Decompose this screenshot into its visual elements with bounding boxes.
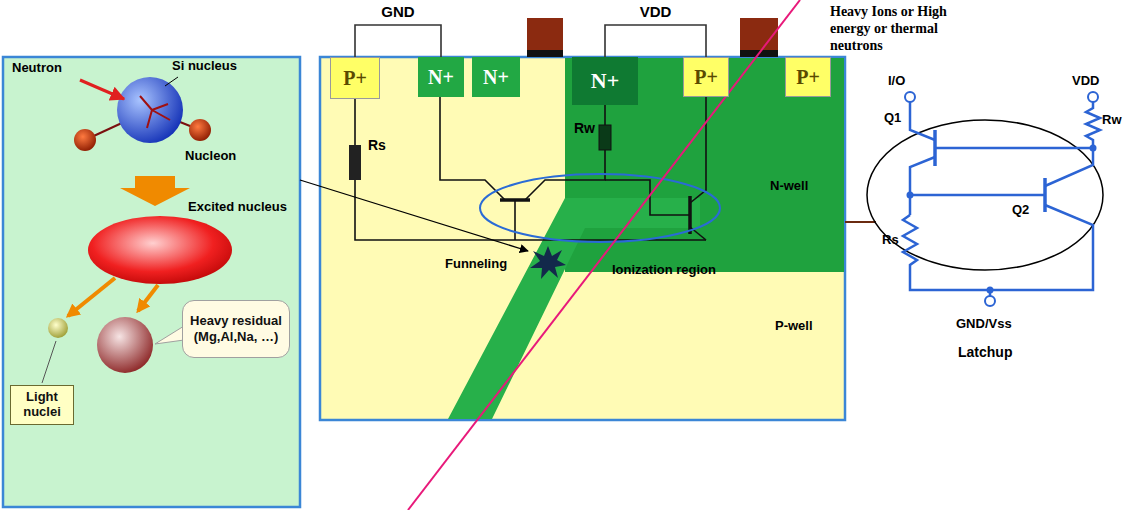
diffusion-box: N+ (472, 57, 520, 97)
leader-line (42, 341, 56, 383)
particle-label: Nucleon (185, 148, 236, 164)
diffusion-box: P+ (683, 57, 729, 97)
diffusion-box: N+ (572, 57, 638, 105)
latchup-circuit (903, 102, 1100, 296)
transistor-bar (500, 198, 530, 202)
p-well-region (320, 57, 845, 420)
region-label: Funneling (445, 256, 507, 272)
resistor-label: Rw (1102, 112, 1122, 128)
particle-label: Neutron (12, 60, 62, 76)
pin-label: I/O (888, 73, 905, 89)
box-text: N+ (591, 68, 619, 94)
wire-connector (605, 25, 706, 57)
leader-line (165, 77, 178, 86)
region-label: P-well (775, 318, 813, 334)
particle-label: Excited nucleus (188, 199, 287, 215)
label-box: Light nuclei (10, 385, 74, 425)
junction-dot (987, 287, 994, 294)
funneling-star (530, 246, 566, 279)
resistor-symbol (349, 145, 361, 180)
box-text: Light nuclei (15, 390, 69, 420)
block-arrow (120, 176, 190, 206)
callout-pointer (155, 326, 184, 344)
wire-connector (355, 25, 441, 57)
wire (910, 194, 1045, 197)
resistor-symbol (1045, 102, 1100, 186)
net-label: GND (381, 3, 414, 21)
resistor-label: Rs (882, 232, 899, 248)
gate-poly (740, 18, 778, 50)
wire (514, 200, 516, 240)
connector-line (845, 221, 876, 223)
box-text: P+ (796, 66, 820, 89)
pin-label: VDD (1072, 73, 1099, 89)
latchup-ellipse (480, 174, 720, 242)
resistor-symbol (903, 215, 990, 290)
region-label: Ionization region (612, 262, 716, 278)
wire (910, 157, 935, 215)
ion-track-line (408, 0, 800, 510)
callout-bubble: Heavy residual (Mg,Al,Na, …) (182, 300, 290, 358)
particle-label: Si nucleus (172, 58, 237, 74)
wire (990, 205, 1093, 296)
diffusion-box: N+ (418, 57, 464, 97)
resistor-label: Rw (574, 120, 595, 137)
terminal (905, 92, 915, 102)
decay-arrow (68, 278, 115, 316)
caption-label: Latchup (958, 344, 1012, 361)
junction-dot (1090, 145, 1097, 152)
nucleon-ball (74, 129, 96, 151)
wire (910, 102, 935, 140)
box-text: P+ (694, 66, 718, 89)
resistor-label: Rs (368, 137, 386, 154)
gate-poly (527, 18, 563, 50)
inset-panel (3, 57, 300, 507)
wire (935, 147, 1093, 150)
ionization-track (448, 198, 700, 419)
excited-nucleus (88, 216, 232, 284)
terminal (1088, 92, 1098, 102)
si-nucleus (117, 77, 183, 143)
region-label: N-well (770, 178, 808, 194)
net-label: VDD (640, 3, 672, 21)
resistor-symbol (599, 125, 611, 150)
diffusion-box: P+ (330, 57, 380, 99)
transistor-bar (1043, 178, 1047, 212)
parasitic-circuit (355, 97, 706, 240)
nucleon-ball (189, 119, 211, 141)
gate-oxide (527, 50, 563, 57)
terminal (985, 296, 995, 306)
ion-note: Heavy Ions or High energy or thermal neu… (830, 4, 988, 54)
box-text: N+ (483, 66, 509, 89)
transistor-label: Q1 (884, 110, 901, 126)
nuclear-track (140, 96, 170, 128)
junction-dot (907, 192, 914, 199)
leader-arrow (300, 180, 528, 251)
box-text: Heavy residual (Mg,Al,Na, …) (187, 313, 285, 344)
neutron-arrow (80, 80, 124, 99)
circuit-ellipse (867, 120, 1103, 270)
light-nucleus-ball (48, 318, 68, 338)
box-text: N+ (428, 66, 454, 89)
diffusion-box: P+ (785, 57, 831, 97)
decay-arrow (138, 285, 158, 311)
heavy-residual-ball (97, 317, 153, 373)
wire (525, 105, 605, 200)
wire (355, 99, 706, 240)
pin-label: GND/Vss (956, 316, 1012, 332)
wire (440, 97, 505, 200)
transistor-label: Q2 (1012, 202, 1029, 218)
box-text: P+ (343, 67, 367, 90)
